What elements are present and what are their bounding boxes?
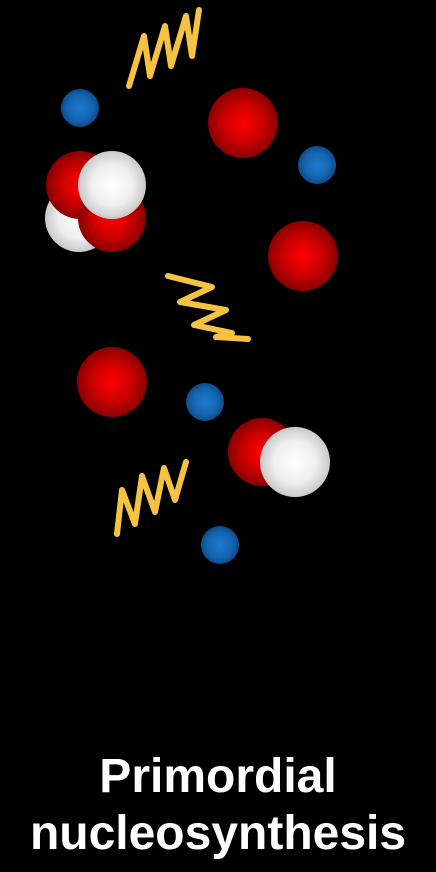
neutron bbox=[260, 427, 330, 497]
electron bbox=[186, 383, 224, 421]
caption-line-2: nucleosynthesis bbox=[29, 807, 407, 860]
proton bbox=[77, 347, 147, 417]
deuterium-nucleus bbox=[228, 418, 330, 497]
proton bbox=[208, 88, 278, 158]
electron bbox=[298, 146, 336, 184]
electron bbox=[61, 89, 99, 127]
photon-wave bbox=[114, 459, 189, 537]
helium-4-nucleus bbox=[45, 151, 146, 252]
photon-wave bbox=[126, 7, 202, 89]
proton bbox=[268, 221, 338, 291]
caption-line-1: Primordial bbox=[99, 750, 337, 803]
caption-title: Primordial nucleosynthesis bbox=[0, 748, 436, 862]
electron bbox=[201, 526, 239, 564]
neutron bbox=[78, 151, 146, 219]
photon-wave bbox=[165, 273, 251, 342]
